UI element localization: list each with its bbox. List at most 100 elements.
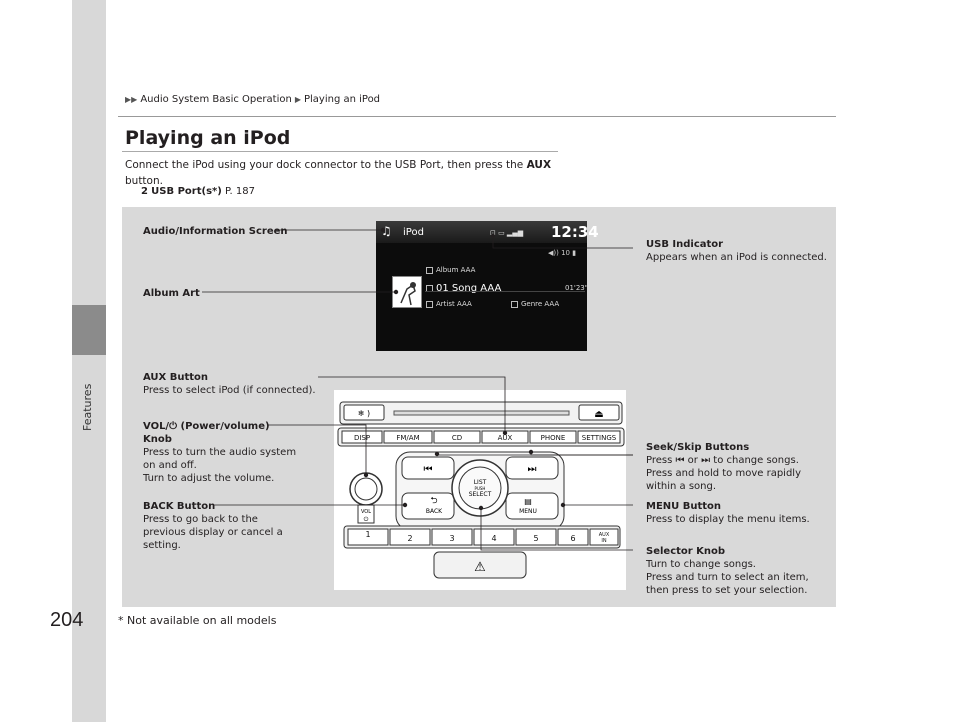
back-label: BACK <box>426 508 443 515</box>
title-underline <box>122 151 558 152</box>
screen-artist: Artist AAA <box>436 300 472 308</box>
cd-slot <box>393 410 570 416</box>
preset-1[interactable] <box>347 528 389 546</box>
callout-vol-desc1: Press to turn the audio system <box>143 447 297 458</box>
back-arrow-icon: ⮌ <box>430 496 437 506</box>
callout-aux: AUX Button Press to select iPod (if conn… <box>143 371 316 397</box>
intro-before: Connect the iPod using your dock connect… <box>125 159 527 171</box>
preset-2-label: 2 <box>407 534 412 543</box>
speaker-icon: ◀)) <box>548 249 559 257</box>
intro-after: button. <box>125 175 163 187</box>
callout-aux-title: AUX Button <box>143 372 209 383</box>
preset-3-label: 3 <box>449 534 454 543</box>
volume-value: 10 <box>561 249 571 257</box>
page-number: 204 <box>50 609 84 631</box>
phone-label: PHONE <box>541 434 566 442</box>
screen-elapsed: 01'23" <box>565 284 588 292</box>
album-art <box>392 276 422 308</box>
disp-label: DISP <box>354 434 370 442</box>
ref-star: * <box>212 186 218 197</box>
skip-back-icon: ⏮ <box>675 455 685 466</box>
settings-button[interactable] <box>577 430 621 444</box>
power-icon: ⏻ <box>364 516 369 523</box>
callout-audio-screen-title: Audio/Information Screen <box>143 226 288 237</box>
album-art-figure-icon <box>400 282 416 306</box>
knob-select-label: SELECT <box>469 491 492 498</box>
seek-back-button[interactable] <box>401 456 455 480</box>
preset-5-label: 5 <box>533 534 538 543</box>
seek-forward-button[interactable] <box>505 456 559 480</box>
callout-seek-desc1b: or <box>684 455 702 466</box>
fm-am-label: FM/AM <box>396 434 419 442</box>
aux-in-label-2: IN <box>601 538 606 544</box>
settings-label: SETTINGS <box>582 434 617 442</box>
audio-info-screen: ♫ iPod ⊡ ▭ ▂▄▆ 12:34 ◀)) 10 ▮ Album AAA … <box>376 221 599 351</box>
footnote: * Not available on all models <box>118 614 277 627</box>
callout-seek-desc3: within a song. <box>646 481 717 492</box>
callout-aux-desc: Press to select iPod (if connected). <box>143 385 316 396</box>
callout-sel-desc3: then press to set your selection. <box>646 585 808 596</box>
breadcrumb-arrow-icon: ▶▶ <box>125 95 138 104</box>
callout-seek-desc1c: to change songs. <box>710 455 799 466</box>
preset-3[interactable] <box>431 528 473 546</box>
ref-close: ) <box>217 186 222 197</box>
screen-genre: Genre AAA <box>521 300 560 308</box>
hazard-icon: ⚠ <box>474 560 486 575</box>
usb-indicator-icon: ⊡ ▭ ▂▄▆ <box>490 229 524 237</box>
header-rule <box>118 116 836 117</box>
intro-text: Connect the iPod using your dock connect… <box>125 157 565 189</box>
preset-2[interactable] <box>389 528 431 546</box>
phone-button[interactable] <box>529 430 577 444</box>
callout-menu: MENU Button Press to display the menu it… <box>646 500 810 526</box>
callout-vol-desc2: on and off. <box>143 460 197 471</box>
breadcrumb-item[interactable]: Playing an iPod <box>303 94 381 105</box>
callout-sel-desc2: Press and turn to select an item, <box>646 572 809 583</box>
vol-label: VOL <box>361 509 371 515</box>
skip-forward-icon: ⏭ <box>528 464 537 475</box>
callout-seek: Seek/Skip Buttons Press ⏮ or ⏭ to change… <box>646 441 801 493</box>
callout-sel-title: Selector Knob <box>646 546 726 557</box>
aux-label: AUX <box>498 434 513 442</box>
genre-icon <box>511 301 518 308</box>
callout-back-desc1: Press to go back to the <box>143 514 258 525</box>
music-note-icon: ♫ <box>381 224 392 238</box>
callout-vol: VOL/⏻ (Power/volume) Knob Press to turn … <box>143 420 296 485</box>
preset-4-label: 4 <box>491 534 496 543</box>
menu-button[interactable] <box>505 492 559 520</box>
callout-selector: Selector Knob Turn to change songs. Pres… <box>646 545 809 597</box>
eject-icon: ⏏ <box>594 409 603 420</box>
skip-forward-icon: ⏭ <box>701 455 711 466</box>
callout-usb-title: USB Indicator <box>646 239 724 250</box>
side-tab-marker <box>72 305 106 355</box>
callout-seek-title: Seek/Skip Buttons <box>646 442 750 453</box>
screen-source: iPod <box>403 227 424 238</box>
breadcrumb: ▶▶ Audio System Basic Operation ▶ Playin… <box>125 94 380 105</box>
side-tab-label: Features <box>81 383 94 431</box>
callout-back-desc2: previous display or cancel a <box>143 527 283 538</box>
breadcrumb-item[interactable]: Audio System Basic Operation <box>140 94 292 105</box>
callout-audio-screen: Audio/Information Screen <box>143 225 288 238</box>
artist-icon <box>426 301 433 308</box>
preset-6-label: 6 <box>570 534 575 543</box>
callout-album-art-title: Album Art <box>143 288 200 299</box>
screen-song: 01 Song AAA <box>436 283 502 294</box>
ref-page: P. 187 <box>225 186 255 197</box>
screen-volume: ◀)) 10 ▮ <box>548 249 577 257</box>
preset-1-label: 1 <box>365 530 370 539</box>
power-icon: ⏻ <box>169 421 178 432</box>
hazard-button[interactable] <box>433 551 527 579</box>
callout-vol-title-b: (Power/volume) <box>177 421 270 432</box>
callout-usb-desc: Appears when an iPod is connected. <box>646 252 827 263</box>
eject-button[interactable] <box>578 404 620 421</box>
screen-clock: 12:34 <box>551 223 599 241</box>
menu-icon: ▤ <box>524 497 532 506</box>
callout-usb: USB Indicator Appears when an iPod is co… <box>646 238 827 264</box>
callout-vol-title-c: Knob <box>143 434 172 445</box>
back-button[interactable] <box>401 492 455 520</box>
menu-label: MENU <box>519 508 537 515</box>
skip-back-icon: ⏮ <box>424 464 433 475</box>
screen-album: Album AAA <box>436 266 476 274</box>
cross-reference[interactable]: 2 USB Port(s*) P. 187 <box>141 186 255 197</box>
breadcrumb-arrow-icon: ▶ <box>294 95 301 104</box>
callout-menu-title: MENU Button <box>646 501 722 512</box>
